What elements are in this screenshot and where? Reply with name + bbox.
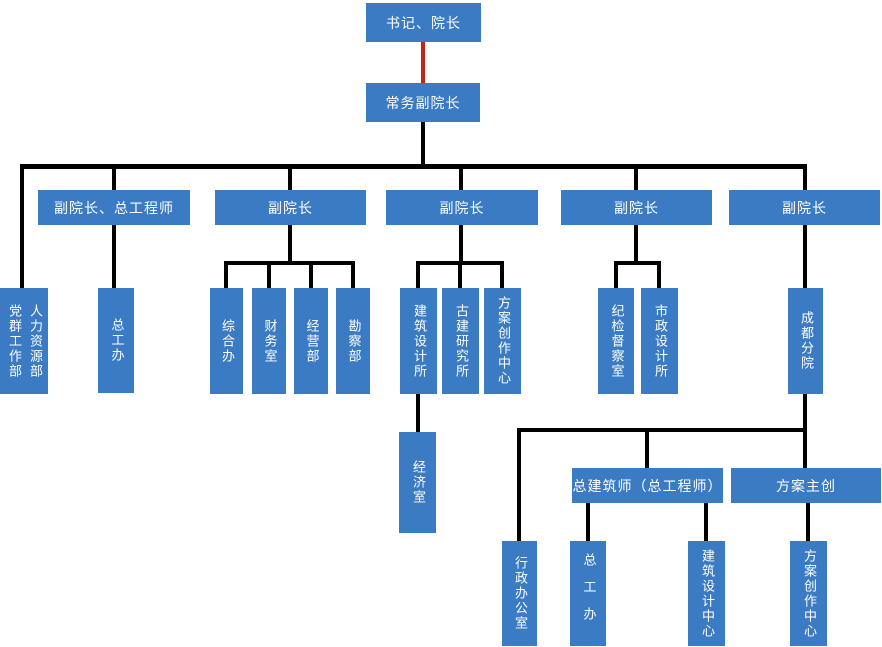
connector-trunk-to-vp3 xyxy=(634,164,638,192)
node-municipal-design-institute: 市政设计所 xyxy=(641,288,678,394)
node-survey-dept-label: 勘察部 xyxy=(345,318,361,364)
connector-concept-lead-to-creation-center xyxy=(806,503,810,541)
node-architectural-design-center: 建筑设计中心 xyxy=(688,541,725,646)
connector-to-municipal-design xyxy=(657,263,661,288)
node-vp-3-label: 副院长 xyxy=(614,200,659,217)
connector-trunk-to-vp4 xyxy=(803,164,807,192)
connector-to-chief-architect xyxy=(645,430,649,468)
connector-to-arch-design-institute xyxy=(416,263,420,288)
connector-vp3-branch-horizontal xyxy=(614,261,661,265)
node-hr-dept-label: 人力资源部 xyxy=(27,303,42,379)
node-economy-office-label: 经济室 xyxy=(410,460,425,505)
node-general-affairs-office-label: 综合办 xyxy=(219,318,234,364)
node-architectural-design-institute: 建筑设计所 xyxy=(400,288,437,394)
node-vp-1-label: 副院长 xyxy=(268,200,313,217)
connector-to-discipline-inspection xyxy=(614,263,618,288)
node-concept-lead-label: 方案主创 xyxy=(776,478,836,495)
connector-to-concept-center xyxy=(500,263,504,288)
node-branch-chief-engineer-office: 总工办 xyxy=(570,541,606,646)
connector-vp2-down xyxy=(459,225,463,263)
connector-trunk-to-vp2 xyxy=(459,164,463,192)
node-concept-creation-center-label: 方案创作中心 xyxy=(495,296,510,386)
node-executive-vp-label: 常务副院长 xyxy=(385,95,461,112)
connector-vp1-down xyxy=(288,225,292,263)
node-concept-lead: 方案主创 xyxy=(731,468,881,503)
node-operations-dept: 经营部 xyxy=(294,288,328,394)
connector-to-finance xyxy=(267,263,271,288)
connector-chengdu-branch-horizontal xyxy=(517,428,807,432)
connector-chief-architect-to-design-center xyxy=(704,503,708,541)
connector-vp3-down xyxy=(634,225,638,263)
node-vp-1: 副院长 xyxy=(215,190,366,225)
connector-to-ancient-architecture xyxy=(458,263,462,288)
connector-trunk-to-vp-chief-engineer xyxy=(112,164,116,192)
node-chengdu-branch: 成都分院 xyxy=(788,288,823,394)
connector-vp-chief-engineer-to-office xyxy=(112,225,116,288)
node-chief-architect: 总建筑师（总工程师） xyxy=(572,468,723,503)
node-chief-architect-label: 总建筑师（总工程师） xyxy=(572,478,723,495)
node-economy-office: 经济室 xyxy=(399,432,436,533)
node-operations-dept-label: 经营部 xyxy=(303,318,319,364)
node-discipline-inspection-office: 纪检督察室 xyxy=(598,288,634,394)
connector-trunk-to-party-hr xyxy=(20,164,24,288)
node-admin-office: 行政办公室 xyxy=(502,541,537,646)
node-discipline-inspection-office-label: 纪检督察室 xyxy=(608,303,624,379)
node-secretary-president: 书记、院长 xyxy=(366,3,481,42)
connector-trunk-horizontal xyxy=(20,164,807,169)
node-vp-chief-engineer: 副院长、总工程师 xyxy=(38,190,190,225)
node-finance-office: 财务室 xyxy=(252,288,286,394)
node-chengdu-branch-label: 成都分院 xyxy=(798,311,813,371)
connector-trunk-to-vp1 xyxy=(288,164,292,192)
node-ancient-architecture-institute-label: 古建研究所 xyxy=(453,303,468,379)
node-branch-concept-creation-center-label: 方案创作中心 xyxy=(801,548,816,639)
node-admin-office-label: 行政办公室 xyxy=(512,556,527,631)
connector-to-operations xyxy=(309,263,313,288)
connector-to-survey xyxy=(351,263,355,288)
node-architectural-design-institute-label: 建筑设计所 xyxy=(411,303,426,379)
node-ancient-architecture-institute: 古建研究所 xyxy=(442,288,479,394)
node-party-mass-dept-label: 党群工作部 xyxy=(6,303,21,379)
node-vp-4: 副院长 xyxy=(729,190,880,225)
connector-to-admin-office xyxy=(517,430,521,541)
node-chief-engineer-office-label: 总工办 xyxy=(108,318,124,363)
connector-secretary-to-executive xyxy=(421,42,425,83)
node-party-mass-and-hr-dept: 党群工作部 人力资源部 xyxy=(0,288,48,394)
node-vp-chief-engineer-label: 副院长、总工程师 xyxy=(54,200,174,217)
node-survey-dept: 勘察部 xyxy=(336,288,370,394)
node-branch-chief-engineer-office-label: 总工办 xyxy=(580,553,596,634)
node-municipal-design-institute-label: 市政设计所 xyxy=(652,303,667,379)
connector-vp4-to-chengdu-branch xyxy=(803,225,807,288)
node-vp-2-label: 副院长 xyxy=(439,200,485,217)
node-concept-creation-center: 方案创作中心 xyxy=(484,288,521,394)
connector-chengdu-branch-down xyxy=(803,394,807,430)
node-vp-2: 副院长 xyxy=(386,190,538,225)
node-branch-concept-creation-center: 方案创作中心 xyxy=(790,541,827,646)
node-vp-3: 副院长 xyxy=(561,190,712,225)
node-executive-vp: 常务副院长 xyxy=(366,83,480,122)
node-finance-office-label: 财务室 xyxy=(261,318,277,364)
connector-to-general-affairs xyxy=(224,263,228,288)
connector-executive-to-trunk xyxy=(421,122,425,169)
connector-arch-institute-to-economy xyxy=(416,394,420,432)
connector-to-concept-lead xyxy=(803,430,807,468)
node-vp-4-label: 副院长 xyxy=(782,200,827,217)
node-general-affairs-office: 综合办 xyxy=(210,288,243,394)
node-architectural-design-center-label: 建筑设计中心 xyxy=(699,548,714,639)
connector-chief-architect-to-office xyxy=(586,503,590,541)
connector-vp1-branch-horizontal xyxy=(224,261,355,265)
node-secretary-president-label: 书记、院长 xyxy=(386,15,461,32)
node-chief-engineer-office: 总工办 xyxy=(98,288,134,393)
